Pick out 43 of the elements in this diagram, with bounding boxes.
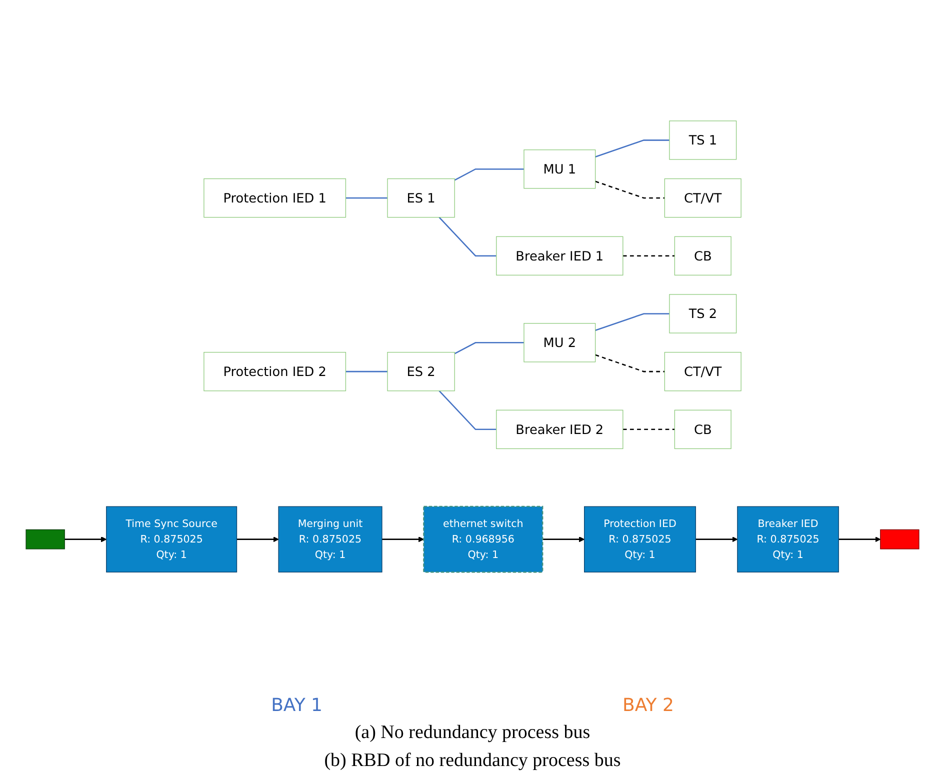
connector bbox=[438, 216, 496, 257]
connector bbox=[595, 354, 665, 372]
node-box: Breaker IED R: 0.875025 Qty: 1 bbox=[737, 506, 839, 572]
node-box: CT/VT bbox=[664, 178, 742, 218]
arrow bbox=[382, 536, 424, 542]
node-box: Merging unit R: 0.875025 Qty: 1 bbox=[278, 506, 382, 572]
node-box bbox=[26, 529, 65, 550]
figure-caption: (b) RBD of no redundancy process bus bbox=[324, 750, 621, 772]
connector bbox=[595, 313, 670, 331]
connector bbox=[454, 168, 524, 181]
node-box: Protection IED R: 0.875025 Qty: 1 bbox=[584, 506, 696, 572]
connector bbox=[622, 255, 675, 257]
arrow bbox=[64, 536, 107, 542]
node-box: MU 2 bbox=[524, 323, 596, 362]
node-box: CB bbox=[674, 236, 732, 276]
subfigure-caption: (a) No redundancy process bus bbox=[354, 722, 590, 744]
node-box: CB bbox=[674, 410, 732, 450]
node-box: Breaker IED 1 bbox=[496, 236, 624, 276]
arrow bbox=[838, 536, 881, 542]
node-box: Protection IED 1 bbox=[204, 178, 346, 218]
node-box: ES 2 bbox=[387, 352, 455, 392]
bay-label: BAY 2 bbox=[622, 695, 674, 716]
connector bbox=[595, 180, 665, 199]
node-box: TS 1 bbox=[669, 120, 737, 160]
connector bbox=[438, 390, 496, 430]
node-box: MU 1 bbox=[524, 150, 596, 189]
node-box: ES 1 bbox=[387, 178, 455, 218]
arrow bbox=[542, 536, 585, 542]
connector bbox=[346, 370, 388, 372]
connector bbox=[622, 428, 675, 430]
bay-label: BAY 1 bbox=[271, 695, 322, 716]
node-box: Breaker IED 2 bbox=[496, 410, 624, 450]
node-box bbox=[880, 529, 920, 550]
node-box: Protection IED 2 bbox=[204, 352, 346, 392]
node-box: CT/VT bbox=[664, 352, 742, 392]
node-box: TS 2 bbox=[669, 294, 737, 334]
node-box: Time Sync Source R: 0.875025 Qty: 1 bbox=[106, 506, 238, 572]
arrow bbox=[696, 536, 738, 542]
arrow bbox=[236, 536, 279, 542]
connector bbox=[454, 342, 524, 354]
connector bbox=[595, 140, 670, 158]
connector bbox=[346, 197, 388, 199]
node-box: ethernet switch R: 0.968956 Qty: 1 bbox=[423, 506, 544, 573]
